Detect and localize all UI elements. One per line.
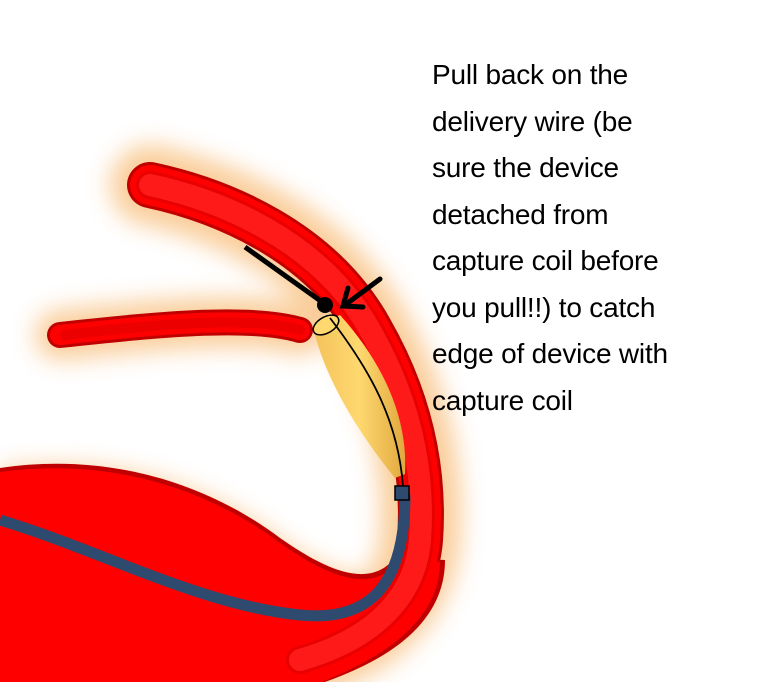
caption-line: detached from [432,198,609,230]
catheter-marker [394,485,410,501]
caption-line: capture coil [432,384,573,416]
pointer-arrow-icon [339,276,383,310]
catheter [0,494,411,622]
delivery-wire [243,244,324,305]
caption-line: edge of device with [432,338,668,369]
caption-line: sure the device [432,152,619,183]
caption-line: Pull back on the [432,59,629,90]
wire-tip [317,297,333,313]
vessel [0,162,445,682]
instruction-text: Pull back on the delivery wire (be sure … [432,52,668,424]
caption-line: you pull!!) to catch [432,291,656,323]
occluder-device [313,315,406,478]
capture-coil-line [329,317,404,487]
caption-line: delivery wire (be [432,105,633,137]
caption-line: capture coil before [432,245,659,276]
